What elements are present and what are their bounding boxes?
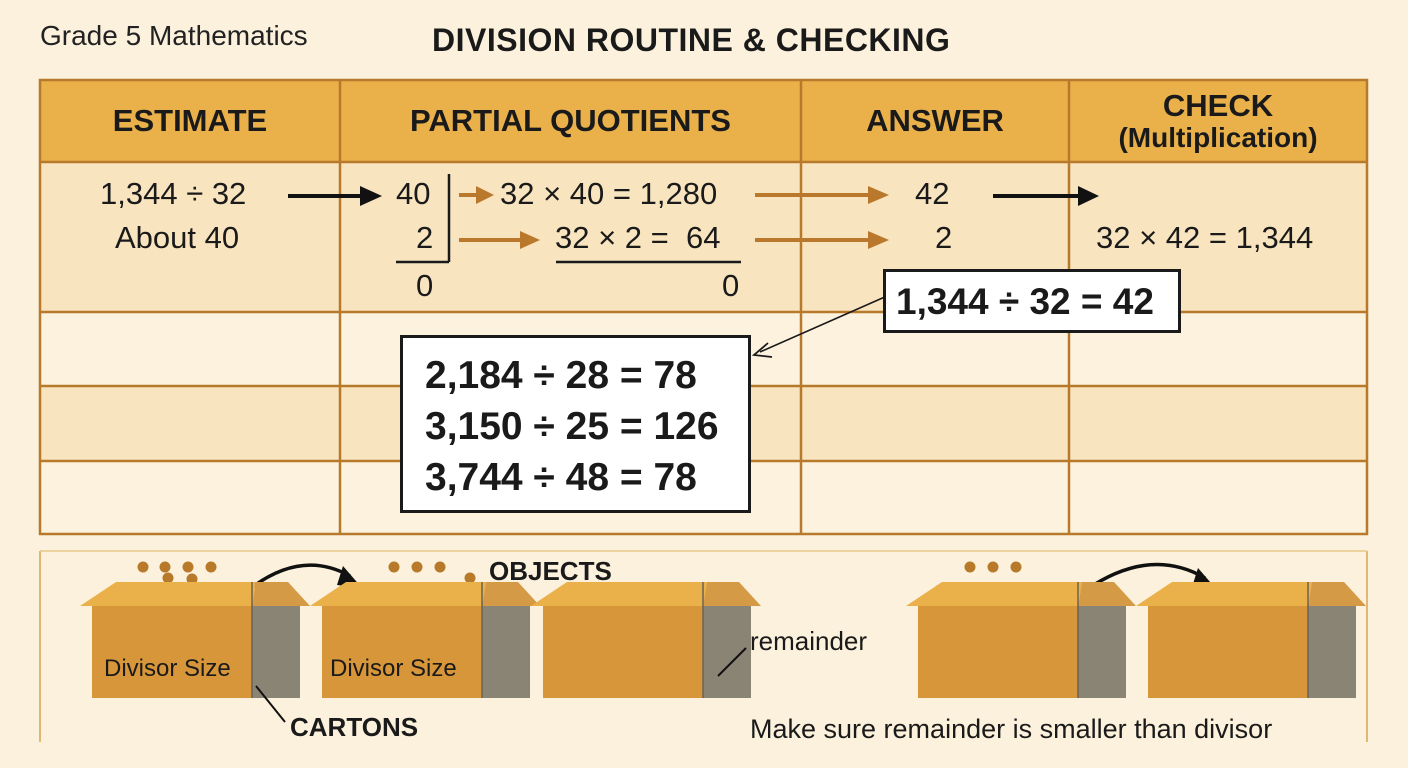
- result-equation: 1,344 ÷ 32 = 42: [896, 281, 1154, 322]
- partial-quotient-1: 40: [396, 176, 431, 211]
- result-box: 1,344 ÷ 32 = 42: [883, 269, 1181, 333]
- column-header-estimate: ESTIMATE: [112, 102, 268, 138]
- arrow-estimate-to-quotient: [288, 186, 382, 206]
- practice-box: 2,184 ÷ 28 = 78 3,150 ÷ 25 = 126 3,744 ÷…: [400, 335, 751, 513]
- column-header-answer: ANSWER: [866, 102, 1004, 138]
- check-title: CHECK: [1162, 88, 1274, 124]
- check-subtitle: (Multiplication): [1118, 121, 1318, 153]
- column-header-check: CHECK (Multiplication): [1069, 80, 1367, 162]
- arrow-q1-to-eq1: [459, 186, 494, 204]
- remainder-note: Make sure remainder is smaller than divi…: [750, 714, 1273, 744]
- table-header-fill: [40, 80, 1367, 162]
- arrow-answer-to-check: [993, 186, 1099, 206]
- answer-part-1: 42: [915, 176, 950, 211]
- practice-equation-3: 3,744 ÷ 48 = 78: [425, 456, 697, 499]
- practice-equation-2: 3,150 ÷ 25 = 126: [425, 405, 719, 448]
- arrow-q2-to-eq2: [459, 231, 540, 249]
- arrow-eq1-to-answer: [755, 186, 889, 204]
- partial-remainder-left: 0: [416, 268, 434, 303]
- objects-label: OBJECTS: [489, 556, 612, 586]
- carton-4: [905, 581, 1137, 699]
- arrow-eq2-to-answer: [755, 231, 889, 249]
- pointer-result-to-practice: [751, 295, 888, 358]
- carton-label-1: Divisor Size: [104, 655, 231, 682]
- check-equation: 32 × 42 = 1,344: [1096, 220, 1314, 255]
- estimate-problem: 1,344 ÷ 32: [100, 176, 247, 211]
- carton-3: [530, 581, 762, 699]
- subject-label: Grade 5 Mathematics: [40, 20, 308, 51]
- cartons-leader: [255, 685, 286, 723]
- carton-label-2: Divisor Size: [330, 655, 457, 682]
- page-title: DIVISION ROUTINE & CHECKING: [432, 22, 951, 58]
- answer-part-2: 2: [935, 220, 953, 255]
- partial-equation-1: 32 × 40 = 1,280: [500, 176, 718, 211]
- practice-equation-1: 2,184 ÷ 28 = 78: [425, 354, 697, 397]
- partial-remainder-right: 0: [722, 268, 740, 303]
- cartons-label: CARTONS: [290, 712, 419, 742]
- partial-equation-2: 32 × 2 = 64: [555, 220, 721, 255]
- carton-5: [1135, 581, 1367, 699]
- column-header-partial-quotients: PARTIAL QUOTIENTS: [410, 102, 731, 138]
- division-bracket: [396, 174, 741, 264]
- remainder-leader: [717, 647, 747, 677]
- partial-quotient-2: 2: [416, 220, 434, 255]
- estimate-approx: About 40: [115, 220, 240, 255]
- remainder-label: remainder: [750, 626, 868, 656]
